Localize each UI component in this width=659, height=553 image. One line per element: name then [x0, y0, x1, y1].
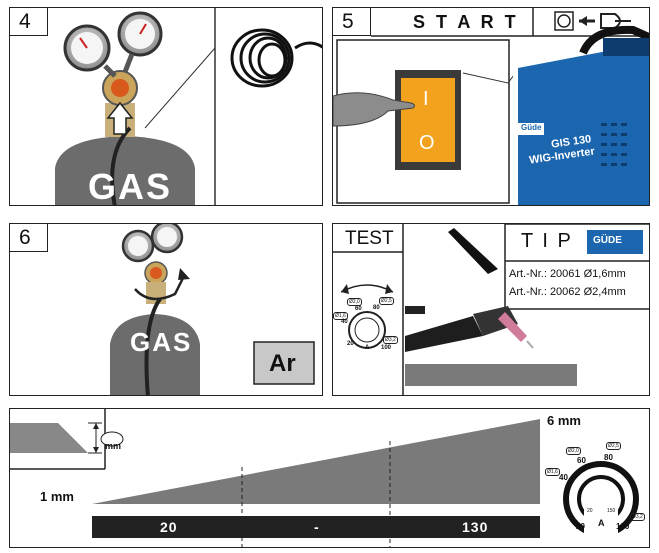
test-dial-ring-16: Ø1,6 [333, 312, 348, 320]
step-number-6: 6 [10, 224, 48, 252]
dial-80: 80 [604, 453, 613, 462]
test-dial-a: A [365, 345, 370, 351]
power-switch-illustration [333, 8, 649, 205]
step-number-4: 4 [10, 8, 48, 36]
dial-unit-a: A [598, 518, 605, 528]
panel-step-5: 5 S T A R T I O Güde GIS 130 WIG-Inverte… [332, 7, 650, 206]
test-dial-80: 80 [373, 305, 380, 311]
article-2: Art.-Nr.: 20062 Ø2,4mm [509, 286, 626, 298]
scale-dash: - [314, 519, 319, 535]
switch-off-symbol: O [419, 132, 435, 154]
test-dial-ring-25: Ø2,5 [379, 297, 394, 305]
mm-tag: mm [105, 441, 122, 451]
torch-test-illustration [333, 224, 649, 395]
tip-label: T I P [521, 230, 573, 252]
scale-max: 130 [462, 519, 489, 535]
machine-brand: Güde [521, 123, 542, 132]
article-2-number: Art.-Nr.: 20062 [509, 286, 581, 298]
dial-40: 40 [559, 473, 568, 482]
test-dial-40: 40 [341, 319, 348, 325]
test-dial-20: 20 [347, 341, 354, 347]
dial-ring-32: Ø3,2 [630, 513, 645, 521]
dial-20: 20 [576, 522, 585, 531]
gas-valve-turn-illustration [110, 224, 315, 395]
dial-ring-20: Ø2,0 [566, 447, 581, 455]
panel-test-tip: TEST T I P GÜDE Art.-Nr.: 20061 Ø1,6mm A… [332, 223, 650, 396]
dial-60: 60 [577, 456, 586, 465]
article-1-diameter: Ø1,6mm [583, 268, 626, 280]
min-thickness-label: 1 mm [40, 489, 74, 504]
panel-step-4: 4 GAS [9, 7, 323, 206]
dial-ring-25: Ø2,5 [606, 442, 621, 450]
start-label: S T A R T [413, 12, 519, 32]
dial-inner-20: 20 [587, 508, 593, 514]
gas-label-6: GAS [130, 327, 193, 357]
gas-type-label: Ar [269, 350, 296, 377]
article-1-number: Art.-Nr.: 20061 [509, 268, 581, 280]
gas-cylinder-regulator-illustration [55, 8, 322, 205]
panel-thickness: mm 1 mm 6 mm 20 - 130 Ø2,0 Ø2,5 60 80 Ø1… [9, 408, 650, 548]
power-socket-icon [554, 11, 574, 31]
gas-label: GAS [88, 166, 173, 206]
test-dial-ring-20: Ø2,0 [347, 298, 362, 306]
switch-on-symbol: I [423, 88, 429, 110]
test-dial-ring-32: Ø3,2 [383, 336, 398, 344]
dial-130: 130 [616, 522, 630, 531]
step-number-5: 5 [333, 8, 371, 36]
panel-step-6: 6 GAS Ar [9, 223, 323, 396]
tip-brand-logo: GÜDE [593, 235, 622, 246]
test-dial-100: 100 [381, 345, 392, 351]
scale-min: 20 [160, 519, 178, 535]
dial-inner-150: 150 [607, 508, 616, 514]
max-thickness-label: 6 mm [547, 413, 581, 428]
dial-ring-16: Ø1,6 [545, 468, 560, 476]
test-dial-60: 60 [355, 306, 362, 312]
article-1: Art.-Nr.: 20061 Ø1,6mm [509, 268, 626, 280]
material-thickness-illustration [10, 409, 639, 547]
test-label: TEST [345, 228, 394, 249]
article-2-diameter: Ø2,4mm [583, 286, 626, 298]
